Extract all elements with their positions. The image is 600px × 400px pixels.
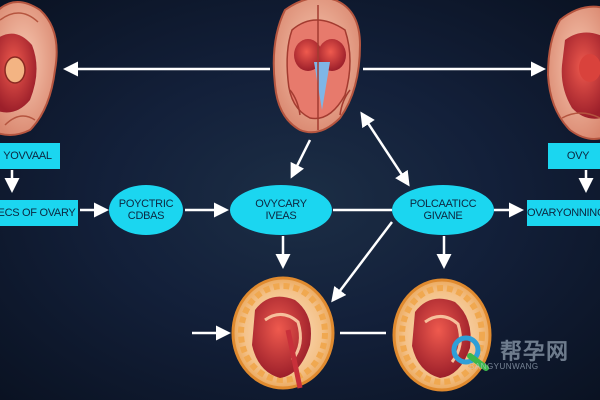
node-ellipse-3	[392, 185, 494, 235]
node-label-ellipse-3-line1: POLCAATICC	[409, 198, 477, 210]
node-label-ellipse-2: OVYCARY IVEAS	[230, 185, 332, 235]
uterus-illustration-left	[0, 1, 58, 136]
arrow-ellipse-3-to-circle	[331, 221, 393, 303]
node-label-ellipse-2-line2: IVEAS	[265, 210, 297, 222]
node-box-right-top	[548, 143, 600, 169]
node-ellipse-2	[230, 185, 332, 235]
node-box-left-mid	[0, 200, 78, 226]
node-label-left-mid: ECS OF OVARY	[0, 207, 76, 219]
arrow-center-to-ellipse-2	[290, 139, 312, 179]
node-label-ellipse-1-line1: POYCTRIC	[118, 198, 174, 210]
node-label-ellipse-2-line1: OVYCARY	[255, 198, 307, 210]
node-label-ellipse-3: POLCAATICC GIVANE	[392, 185, 494, 235]
node-label-right-top: OVY	[566, 150, 590, 162]
watermark-subtitle: BANGYUNWANG	[469, 362, 539, 371]
watermark-logo-icon	[451, 335, 489, 371]
flow-arrows	[4, 61, 594, 341]
node-box-left-top	[0, 143, 60, 169]
node-label-ellipse-1-line2: CDBAS	[127, 210, 165, 222]
node-box-right-mid	[527, 200, 600, 226]
node-label-ellipse-3-line2: GIVANE	[423, 210, 463, 222]
watermark-title: 帮孕网	[500, 340, 570, 365]
node-label-left-top: YOVVAAL	[3, 150, 52, 162]
uterus-illustration-right	[546, 5, 600, 140]
node-label-right-mid: OVARYONNINGS	[527, 207, 600, 219]
arrow-center-to-ellipse-3	[360, 111, 410, 187]
ovary-cross-section-left	[231, 276, 335, 390]
node-label-ellipse-1: POYCTRIC CDBAS	[109, 185, 183, 235]
node-ellipse-1	[109, 185, 183, 235]
ovary-cross-section-right	[392, 278, 492, 392]
uterus-illustration-center	[272, 0, 362, 134]
